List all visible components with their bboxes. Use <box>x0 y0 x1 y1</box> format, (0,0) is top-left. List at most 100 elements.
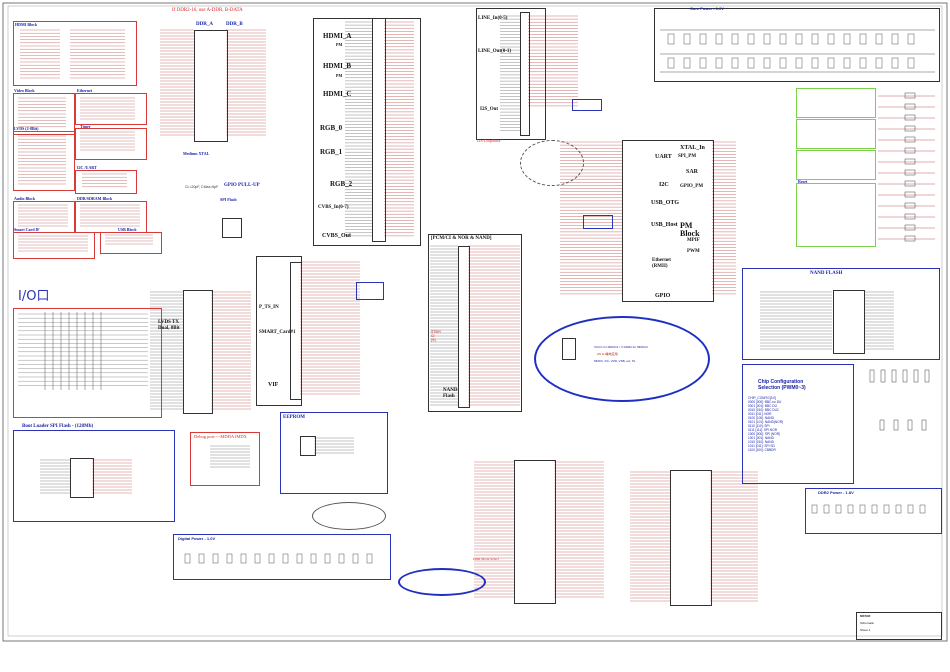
component <box>904 202 916 209</box>
reset-box <box>796 183 876 247</box>
i2s-out-label: I2S_Out <box>480 107 499 112</box>
ddr2-power-frame <box>805 488 942 534</box>
spi-flash-small-ic <box>222 218 242 238</box>
hdmi-block-box <box>13 21 137 86</box>
eeprom-ic <box>300 436 316 456</box>
gpio-label: GPIO <box>655 293 671 299</box>
component <box>907 57 915 69</box>
chip-config-line: 0010 [010]: BBC DU2 <box>748 408 779 412</box>
rgb-1-label: RGB_1 <box>320 148 343 156</box>
component <box>254 553 261 564</box>
eeprom-frame <box>280 412 388 494</box>
component <box>811 57 819 69</box>
mode-note-box <box>356 282 384 300</box>
component <box>827 57 835 69</box>
component <box>919 504 926 514</box>
ts-in-label: P_TS_IN <box>259 305 279 310</box>
component <box>907 419 913 431</box>
xtal-in-label: XTAL_In <box>680 145 705 151</box>
component <box>904 158 916 165</box>
component <box>268 553 275 564</box>
ethernet-rmii-label: Ethernet(RMII) <box>652 258 671 269</box>
component <box>683 57 691 69</box>
component <box>913 369 919 383</box>
hdmi-a-label: HDMI_A <box>323 32 352 40</box>
component <box>282 553 289 564</box>
title-block <box>856 612 942 640</box>
component <box>904 136 916 143</box>
audio-mux-ic <box>520 12 530 136</box>
component <box>779 33 787 45</box>
chip-config-frame <box>742 364 854 484</box>
note-box-1 <box>572 99 602 111</box>
component <box>835 504 842 514</box>
component <box>747 57 755 69</box>
component <box>847 504 854 514</box>
component <box>904 191 916 198</box>
component <box>811 504 818 514</box>
vif-label: VIF <box>268 382 279 388</box>
lvds-title: LVDS (2-8Bit) <box>14 126 39 131</box>
i2c-uart-title: I2C /UART <box>77 165 97 170</box>
nand-flash-ic <box>833 290 865 354</box>
chip-config-line: 1011 [011]: SPI SD <box>748 444 775 448</box>
ldo-box-3 <box>796 150 876 180</box>
debug-port-title: Debug port----MDDA1MDX <box>194 434 247 439</box>
component <box>907 504 914 514</box>
hdmi-mux-ic <box>372 18 386 242</box>
chip-config-line: 0011 [011]: NOR <box>748 412 772 416</box>
component <box>924 369 930 383</box>
component <box>904 103 916 110</box>
smart-card-box <box>13 232 95 259</box>
component <box>859 33 867 45</box>
component <box>843 33 851 45</box>
component <box>683 33 691 45</box>
component <box>904 235 916 242</box>
ddr-ic <box>194 30 228 142</box>
component <box>226 553 233 564</box>
gpio-pullup: GPIO PULL-UP <box>224 183 260 188</box>
core-power-frame <box>654 8 940 82</box>
component <box>904 125 916 132</box>
boot-loader-title: Boot Loader SPI Flash - (128Mb) <box>22 424 94 429</box>
lvds-tx-ic <box>183 290 213 414</box>
pm-label-1: PM <box>336 42 343 47</box>
smart-card1-label: SMART_Card#1 <box>259 330 296 335</box>
component <box>827 33 835 45</box>
component <box>904 180 916 187</box>
i2c-label: I2C <box>659 182 669 188</box>
component <box>904 147 916 154</box>
cvbs-in-label: CVBS_In(0-7) <box>318 205 349 210</box>
lvds-box <box>13 131 75 191</box>
timer-title: Timer <box>80 124 91 129</box>
chip-config-line: 1001 [001]: NAND <box>748 436 774 440</box>
chip-config-line: 1010 [010]: NAND <box>748 440 774 444</box>
component <box>904 213 916 220</box>
pcmcia-ic <box>458 246 470 408</box>
highlight-ellipse-ddr <box>398 568 486 596</box>
component <box>715 57 723 69</box>
reset-title: Reset <box>798 179 808 184</box>
component <box>811 33 819 45</box>
debug-port-frame <box>190 432 260 486</box>
component <box>891 33 899 45</box>
ldo-box-1 <box>796 88 876 118</box>
digital-power-title: Digital Power - 1.0V <box>178 536 216 541</box>
component <box>198 553 205 564</box>
component <box>296 553 303 564</box>
sar-label: SAR <box>686 169 699 175</box>
component <box>883 504 890 514</box>
rgb-0-label: RGB_0 <box>320 124 343 132</box>
component <box>904 114 916 121</box>
pcmcia-title: [PCM/CI & NOR & NAND] <box>431 236 492 241</box>
component <box>667 33 675 45</box>
sheet-border <box>2 2 948 642</box>
component <box>895 504 902 514</box>
component <box>823 504 830 514</box>
component <box>338 553 345 564</box>
usb-otg-label: USB_OTG <box>651 200 680 206</box>
ddr-note: If DDR2-16, use A-DDR, B-DATA <box>172 8 243 13</box>
